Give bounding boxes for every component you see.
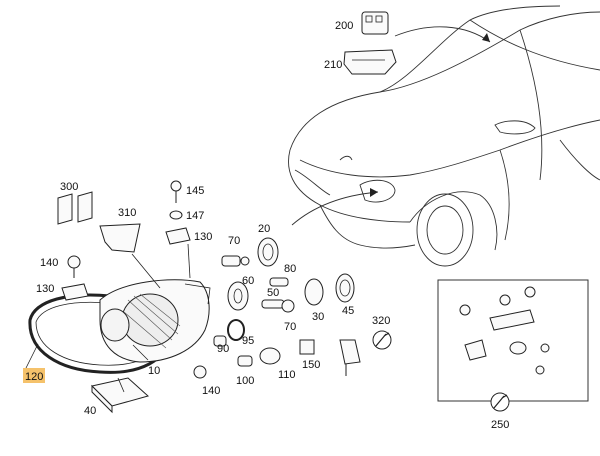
part-210-bracket [343, 49, 397, 75]
inset-box-250 [437, 279, 589, 402]
screw-140a [67, 255, 81, 278]
car-outline [288, 5, 600, 267]
callout-labels: 200 210 300 310 145 147 130 20 70 140 13… [23, 20, 509, 431]
callout-50: 50 [267, 287, 279, 299]
callout-140-left: 140 [40, 257, 58, 269]
control-unit-40 [91, 377, 150, 414]
leader-lines [23, 243, 191, 393]
cap-45 [335, 273, 355, 303]
connector-150 [299, 339, 315, 355]
callout-250: 250 [491, 419, 509, 431]
wrench-symbol-250 [490, 392, 510, 412]
callout-320: 320 [372, 315, 390, 327]
callout-30: 30 [312, 311, 324, 323]
callout-147: 147 [186, 210, 204, 222]
callout-145: 145 [186, 185, 204, 197]
callout-40: 40 [84, 405, 96, 417]
callout-90: 90 [217, 343, 229, 355]
module-320 [339, 339, 361, 376]
callout-70-top: 70 [228, 235, 240, 247]
bulb-90 [213, 335, 227, 347]
bulb-70a [221, 255, 250, 267]
callout-310: 310 [118, 207, 136, 219]
socket-60 [227, 281, 249, 311]
callout-120-highlight [23, 368, 45, 383]
screw-145 [170, 180, 182, 203]
callout-10: 10 [148, 365, 160, 377]
callout-120: 120 [25, 371, 43, 383]
screw-140b [193, 365, 207, 379]
cover-300 [57, 191, 93, 225]
callout-210: 210 [324, 59, 342, 71]
cap-30 [304, 278, 324, 306]
callout-130-top: 130 [194, 231, 212, 243]
film-310 [99, 223, 141, 253]
socket-110 [259, 347, 281, 365]
callout-60: 60 [242, 275, 254, 287]
nut-147 [169, 210, 183, 220]
callout-20: 20 [258, 223, 270, 235]
callout-100: 100 [236, 375, 254, 387]
callout-150: 150 [302, 359, 320, 371]
callout-45: 45 [342, 305, 354, 317]
bulb-50 [261, 299, 285, 309]
bulb-80 [269, 277, 289, 287]
ring-95 [227, 319, 245, 341]
callout-200: 200 [335, 20, 353, 32]
part-200-module [361, 11, 389, 35]
callout-140-bottom: 140 [202, 385, 220, 397]
callout-110: 110 [278, 369, 296, 381]
bulb-70b [281, 299, 295, 313]
bulb-100 [237, 355, 253, 367]
bracket-130b [61, 283, 89, 301]
cap-20 [257, 237, 279, 267]
callout-95: 95 [242, 335, 254, 347]
callout-70-bottom: 70 [284, 321, 296, 333]
callout-300: 300 [60, 181, 78, 193]
bracket-130a [165, 227, 191, 245]
callout-80: 80 [284, 263, 296, 275]
headlamp-housing-10 [99, 279, 211, 363]
callout-130-left: 130 [36, 283, 54, 295]
arrows [291, 26, 491, 226]
wrench-symbol-320 [372, 330, 392, 350]
